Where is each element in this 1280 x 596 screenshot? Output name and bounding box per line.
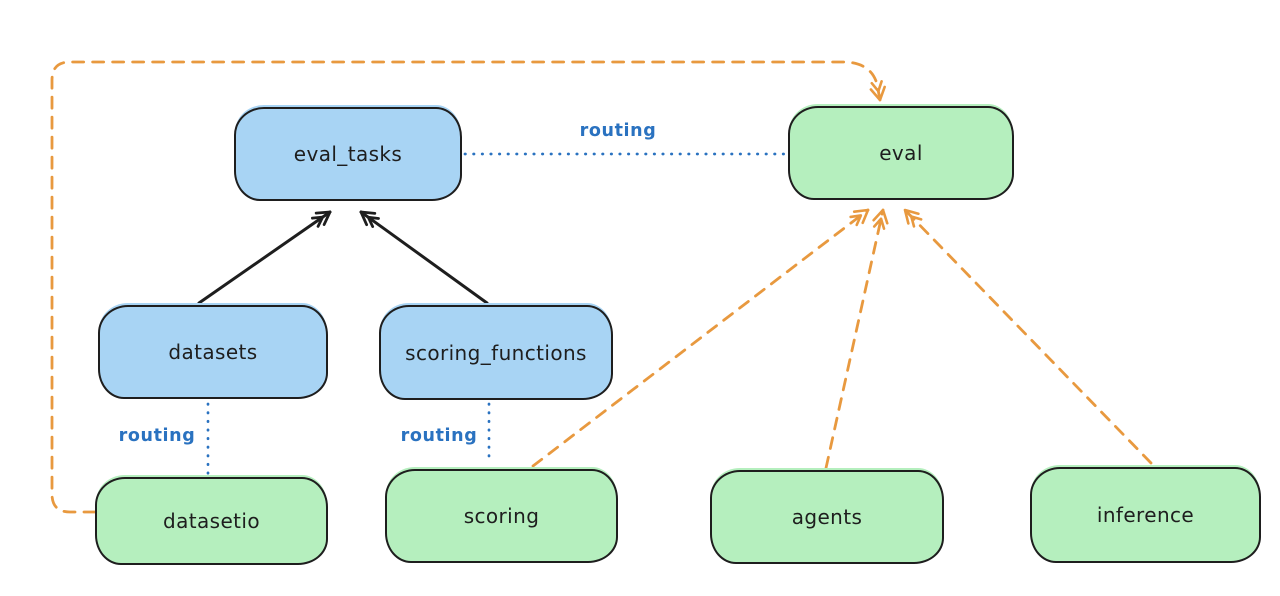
node-eval-tasks-label: eval_tasks: [293, 142, 403, 166]
node-scoring-functions-label: scoring_functions: [405, 340, 587, 365]
edge-label-routing-eval-tasks-eval: routing: [579, 121, 657, 141]
node-agents-label: agents: [791, 505, 863, 529]
node-datasets: datasets: [98, 305, 328, 399]
node-eval: eval: [788, 106, 1014, 200]
node-scoring-label: scoring: [463, 504, 540, 528]
node-eval-tasks: eval_tasks: [234, 107, 462, 201]
node-agents: agents: [710, 470, 944, 564]
edge-datasetio-to-eval: [50, 60, 886, 514]
edge-inference-to-eval: [903, 208, 1153, 465]
edge-label-routing-scoring-functions-scoring: routing: [400, 426, 478, 446]
edge-scoring-functions-to-eval-tasks: [359, 210, 489, 305]
node-inference: inference: [1030, 467, 1261, 563]
edge-scoring-to-eval: [531, 208, 870, 468]
node-inference-label: inference: [1096, 503, 1195, 527]
node-datasets-label: datasets: [168, 340, 258, 364]
node-scoring-functions: scoring_functions: [379, 305, 613, 400]
node-datasetio-label: datasetio: [162, 509, 260, 533]
node-scoring: scoring: [385, 469, 618, 563]
node-eval-label: eval: [879, 141, 923, 165]
node-datasetio: datasetio: [95, 477, 328, 565]
edge-agents-to-eval: [824, 208, 889, 470]
edge-datasets-to-eval-tasks: [197, 210, 332, 305]
edge-label-routing-datasets-datasetio: routing: [118, 426, 196, 446]
